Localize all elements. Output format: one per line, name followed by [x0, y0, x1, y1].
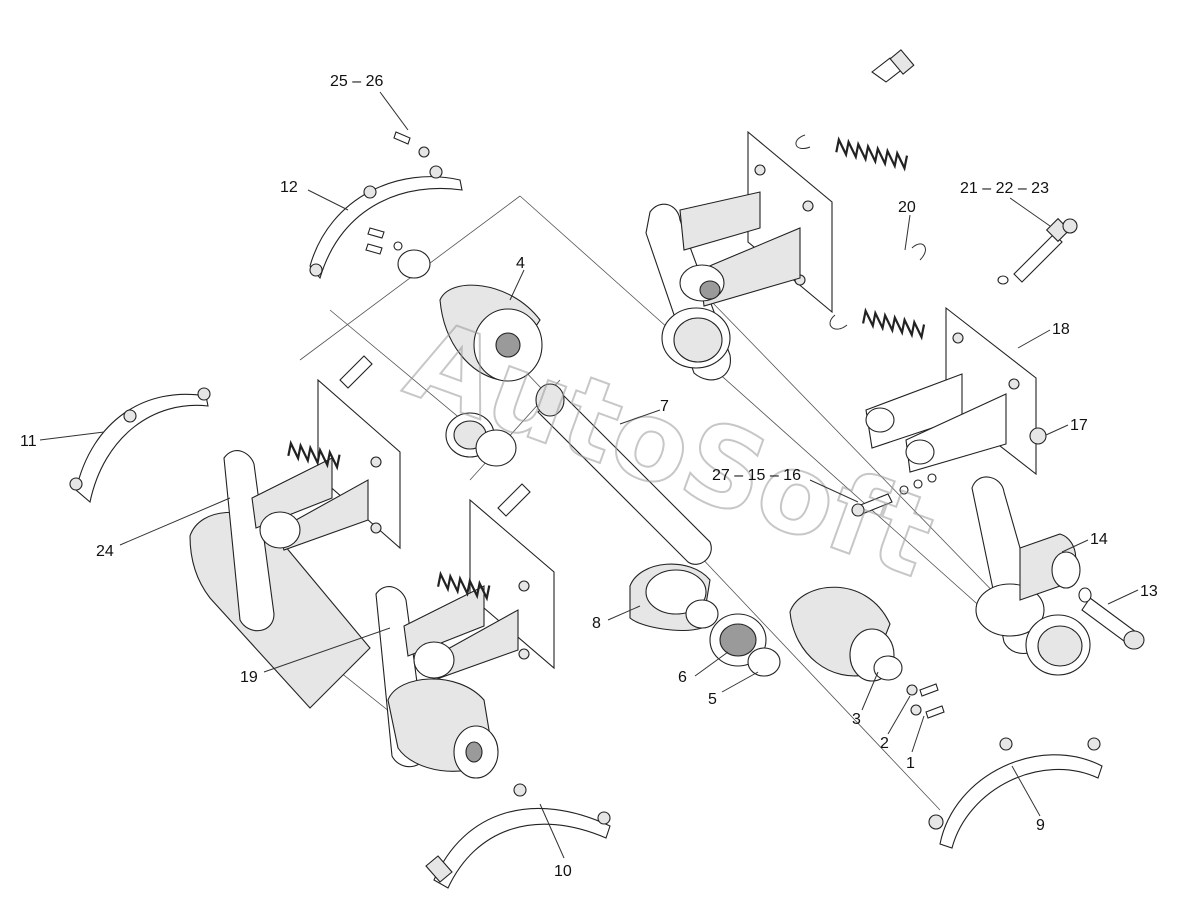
- nut-17: [1029, 427, 1047, 445]
- label-12: 12: [280, 179, 298, 196]
- label-27-15-16: 27 – 15 – 16: [712, 467, 801, 484]
- label-25-26: 25 – 26: [330, 73, 383, 90]
- label-14: 14: [1090, 531, 1108, 548]
- label-18: 18: [1052, 321, 1070, 338]
- center-bearing: [445, 412, 517, 467]
- spring-top: [795, 49, 915, 172]
- label-5: 5: [708, 691, 717, 708]
- shield-11: [69, 387, 211, 504]
- ring-6-5: [685, 599, 781, 677]
- shield-12: [309, 131, 463, 280]
- label-17: 17: [1070, 417, 1088, 434]
- label-11: 11: [20, 433, 37, 450]
- upper-bracket-assembly: [645, 130, 833, 381]
- leader-lines: [39, 91, 1139, 859]
- label-7: 7: [660, 398, 669, 415]
- label-6: 6: [678, 669, 687, 686]
- label-13: 13: [1140, 583, 1158, 600]
- bracket-18: [865, 306, 1037, 476]
- label-2: 2: [880, 735, 889, 752]
- spring-20: [829, 243, 926, 341]
- roller-4: [439, 284, 543, 382]
- label-19: 19: [240, 669, 258, 686]
- pin-13: [1078, 587, 1145, 650]
- label-4: 4: [516, 255, 525, 272]
- roller-3: [789, 586, 945, 719]
- label-24: 24: [96, 543, 114, 560]
- label-21-22-23: 21 – 22 – 23: [960, 180, 1049, 197]
- label-9: 9: [1036, 817, 1045, 834]
- label-3: 3: [852, 711, 861, 728]
- label-20: 20: [898, 199, 916, 216]
- shield-9: [928, 737, 1103, 849]
- fitting-21-22-23: [997, 217, 1078, 285]
- label-10: 10: [554, 863, 572, 880]
- part-labels: 25 – 26 12 4 20 21 – 22 – 23 18 17 27 – …: [20, 73, 1158, 880]
- arm-14: [971, 476, 1091, 676]
- shaft-7: [535, 383, 712, 565]
- shield-10: [425, 783, 611, 889]
- bracket-24-assembly: [189, 355, 401, 709]
- label-8: 8: [592, 615, 601, 632]
- label-1: 1: [906, 755, 915, 772]
- bracket-19-assembly: [375, 483, 555, 779]
- bolt-27-15-16: [851, 473, 937, 517]
